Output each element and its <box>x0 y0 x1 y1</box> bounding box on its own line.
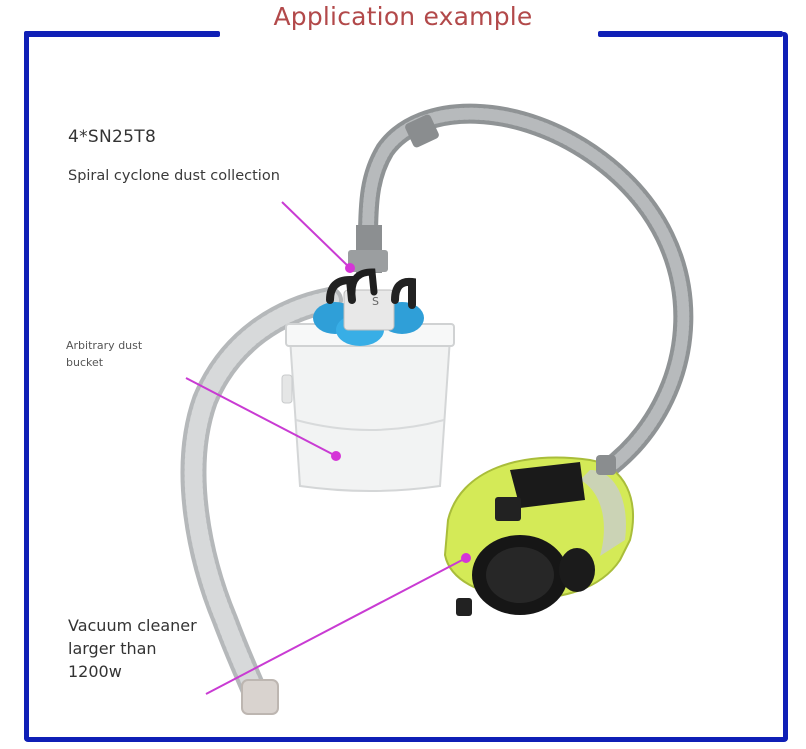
leader-dot-vacuum <box>461 553 471 563</box>
dust-bucket <box>281 323 455 492</box>
cyclone-label: Spiral cyclone dust collection <box>68 168 280 184</box>
svg-text:S: S <box>372 295 379 308</box>
lower-hose <box>180 287 343 715</box>
content-frame <box>24 32 788 742</box>
cyclone-inlet <box>348 225 388 273</box>
bucket-label: Arbitrary dust bucket <box>66 339 143 369</box>
frame-top-left-bar <box>24 31 220 37</box>
frame-top-right-bar <box>598 31 783 37</box>
leader-cyclone <box>281 201 351 269</box>
leader-dot-bucket <box>331 451 341 461</box>
leader-bucket <box>185 377 337 457</box>
page-title: Application example <box>273 2 533 31</box>
cyclone-units: S <box>313 268 424 346</box>
vacuum-label: Vacuum cleaner larger than 1200w <box>68 616 197 681</box>
leader-dot-cyclone <box>345 263 355 273</box>
vacuum-cleaner <box>443 455 635 616</box>
leader-lines <box>185 201 471 695</box>
upper-hose <box>358 103 694 480</box>
model-label: 4*SN25T8 <box>68 127 157 147</box>
leader-vacuum <box>205 557 467 695</box>
